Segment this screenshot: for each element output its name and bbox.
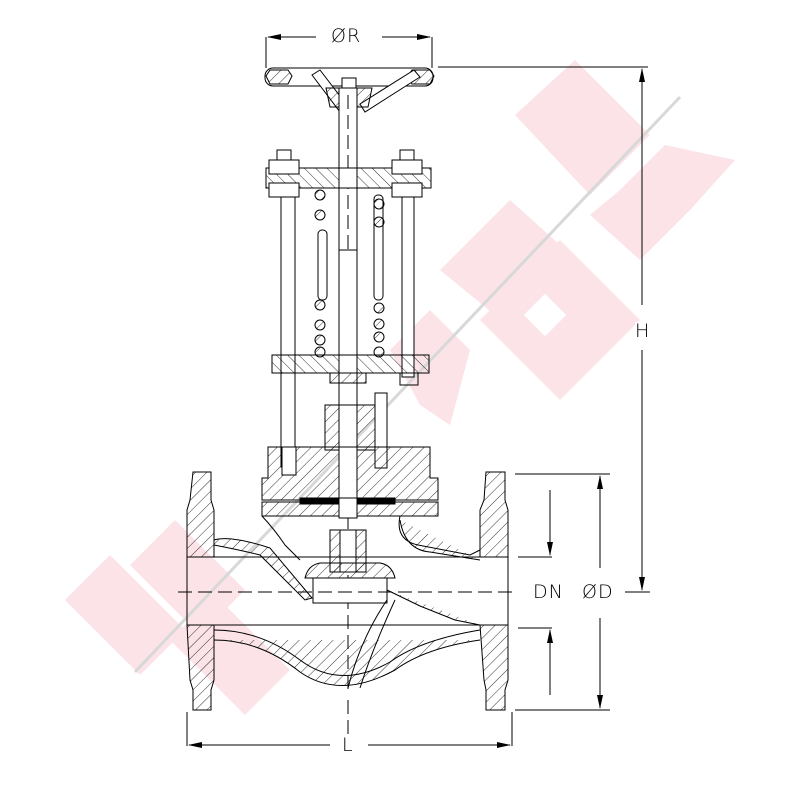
valve [186,67,509,711]
dimensions [186,34,650,748]
dim-label-nominal-diameter: DN [533,581,564,603]
spring [314,189,385,358]
valve-body [186,471,509,711]
dim-label-flange-diameter: ØD [582,581,614,603]
dim-label-handwheel-diameter: ØR [331,25,362,47]
dim-label-height: H [635,320,651,342]
tie-rods [268,149,423,468]
handwheel [264,67,435,113]
plug [304,562,396,579]
dim-label-length: L [342,734,354,756]
